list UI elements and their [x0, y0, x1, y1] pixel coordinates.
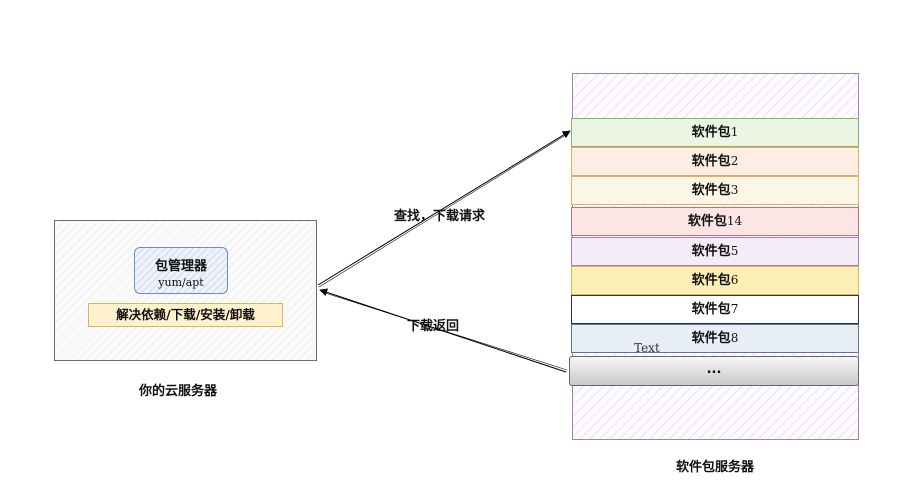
package-number: 2: [730, 154, 739, 168]
package-manager-title: 包管理器: [154, 259, 207, 274]
request-label: 查找，下载请求: [394, 209, 486, 224]
package-number: 14: [726, 214, 743, 228]
package-row-ellipsis: ...: [569, 356, 859, 386]
package-row: 软件包3: [571, 176, 859, 205]
package-row: 软件包1: [571, 118, 859, 147]
cloud-server-caption: 你的云服务器: [138, 384, 217, 399]
package-number: 8: [730, 331, 739, 345]
package-row: 软件包7: [571, 295, 859, 324]
package-number: 3: [730, 183, 739, 197]
package-manager-box: 包管理器 yum/apt: [134, 247, 228, 294]
package-number: 6: [730, 273, 739, 287]
package-label: 软件包: [687, 214, 727, 229]
return-arrow: [319, 288, 568, 373]
stray-text-label: Text: [634, 341, 660, 355]
request-arrow: [317, 130, 571, 288]
package-label: 软件包: [691, 183, 731, 198]
package-label: 软件包: [691, 273, 731, 288]
return-label: 下载返回: [407, 319, 460, 334]
package-label: 软件包: [691, 331, 731, 346]
package-label: 软件包: [691, 125, 731, 140]
package-label: 软件包: [691, 154, 731, 169]
package-row: 软件包14: [571, 207, 859, 236]
package-row: 软件包8: [571, 324, 859, 353]
package-manager-features: 解决依赖/下载/安装/卸载: [88, 303, 283, 327]
package-number: 5: [730, 244, 739, 258]
package-label: 软件包: [691, 302, 731, 317]
package-label: 软件包: [691, 244, 731, 259]
package-number: 7: [730, 302, 739, 316]
package-number: 1: [730, 125, 739, 139]
package-row: 软件包5: [571, 237, 859, 266]
package-manager-subtitle: yum/apt: [158, 276, 204, 289]
package-server-caption: 软件包服务器: [675, 460, 754, 475]
package-row: 软件包2: [571, 147, 859, 176]
package-row: 软件包6: [571, 266, 859, 295]
